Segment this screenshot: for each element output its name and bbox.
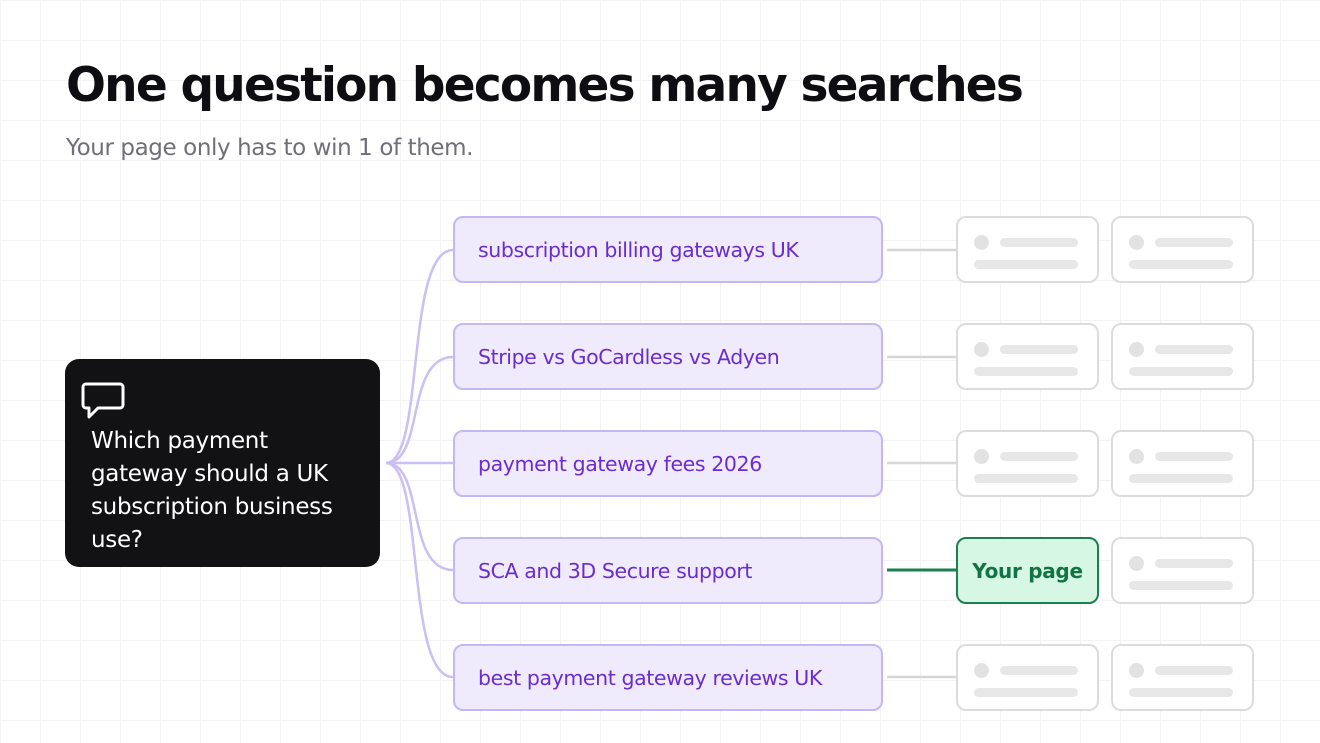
- placeholder-line: [974, 260, 1078, 269]
- query-box: subscription billing gateways UK: [453, 216, 883, 283]
- placeholder-line: [1129, 581, 1233, 590]
- placeholder-line: [1000, 666, 1078, 675]
- placeholder-dot: [974, 235, 989, 250]
- query-box-highlighted: SCA and 3D Secure support: [453, 537, 883, 604]
- query-label: subscription billing gateways UK: [478, 237, 799, 262]
- placeholder-line: [1000, 452, 1078, 461]
- placeholder-line: [1129, 260, 1233, 269]
- question-card: Which payment gateway should a UK subscr…: [65, 359, 380, 567]
- query-label: payment gateway fees 2026: [478, 451, 762, 476]
- branch-line-1: [385, 248, 454, 465]
- placeholder-dot: [1129, 663, 1144, 678]
- result-placeholder-card: [956, 430, 1099, 497]
- query-box: payment gateway fees 2026: [453, 430, 883, 497]
- query-box: Stripe vs GoCardless vs Adyen: [453, 323, 883, 390]
- placeholder-dot: [1129, 235, 1144, 250]
- placeholder-line: [974, 474, 1078, 483]
- query-box: best payment gateway reviews UK: [453, 644, 883, 711]
- your-page-label: Your page: [972, 558, 1083, 583]
- placeholder-dot: [974, 342, 989, 357]
- placeholder-line: [974, 367, 1078, 376]
- placeholder-line: [1155, 666, 1233, 675]
- branch-line-4: [385, 461, 454, 572]
- placeholder-line: [1155, 345, 1233, 354]
- query-label: SCA and 3D Secure support: [478, 558, 752, 583]
- query-label: best payment gateway reviews UK: [478, 665, 822, 690]
- placeholder-line: [1129, 474, 1233, 483]
- branch-line-5: [385, 461, 454, 679]
- placeholder-line: [1155, 559, 1233, 568]
- query-label: Stripe vs GoCardless vs Adyen: [478, 344, 780, 369]
- chat-bubble-icon: [81, 382, 125, 419]
- result-placeholder-card: [1111, 430, 1254, 497]
- result-placeholder-card: [956, 216, 1099, 283]
- placeholder-line: [1000, 345, 1078, 354]
- placeholder-line: [1129, 688, 1233, 697]
- page-subtitle: Your page only has to win 1 of them.: [66, 135, 474, 161]
- result-placeholder-card: [1111, 537, 1254, 604]
- branch-line-2: [385, 355, 454, 465]
- placeholder-line: [1155, 238, 1233, 247]
- placeholder-dot: [1129, 556, 1144, 571]
- placeholder-dot: [974, 663, 989, 678]
- result-placeholder-card: [1111, 323, 1254, 390]
- placeholder-dot: [974, 449, 989, 464]
- question-text: Which payment gateway should a UK subscr…: [91, 428, 333, 553]
- placeholder-line: [1155, 452, 1233, 461]
- page-title: One question becomes many searches: [66, 58, 1024, 113]
- result-placeholder-card: [1111, 644, 1254, 711]
- placeholder-dot: [1129, 449, 1144, 464]
- placeholder-line: [974, 688, 1078, 697]
- placeholder-dot: [1129, 342, 1144, 357]
- result-placeholder-card: [1111, 216, 1254, 283]
- placeholder-line: [1000, 238, 1078, 247]
- result-placeholder-card: [956, 644, 1099, 711]
- your-page-card: Your page: [956, 537, 1099, 604]
- result-placeholder-card: [956, 323, 1099, 390]
- placeholder-line: [1129, 367, 1233, 376]
